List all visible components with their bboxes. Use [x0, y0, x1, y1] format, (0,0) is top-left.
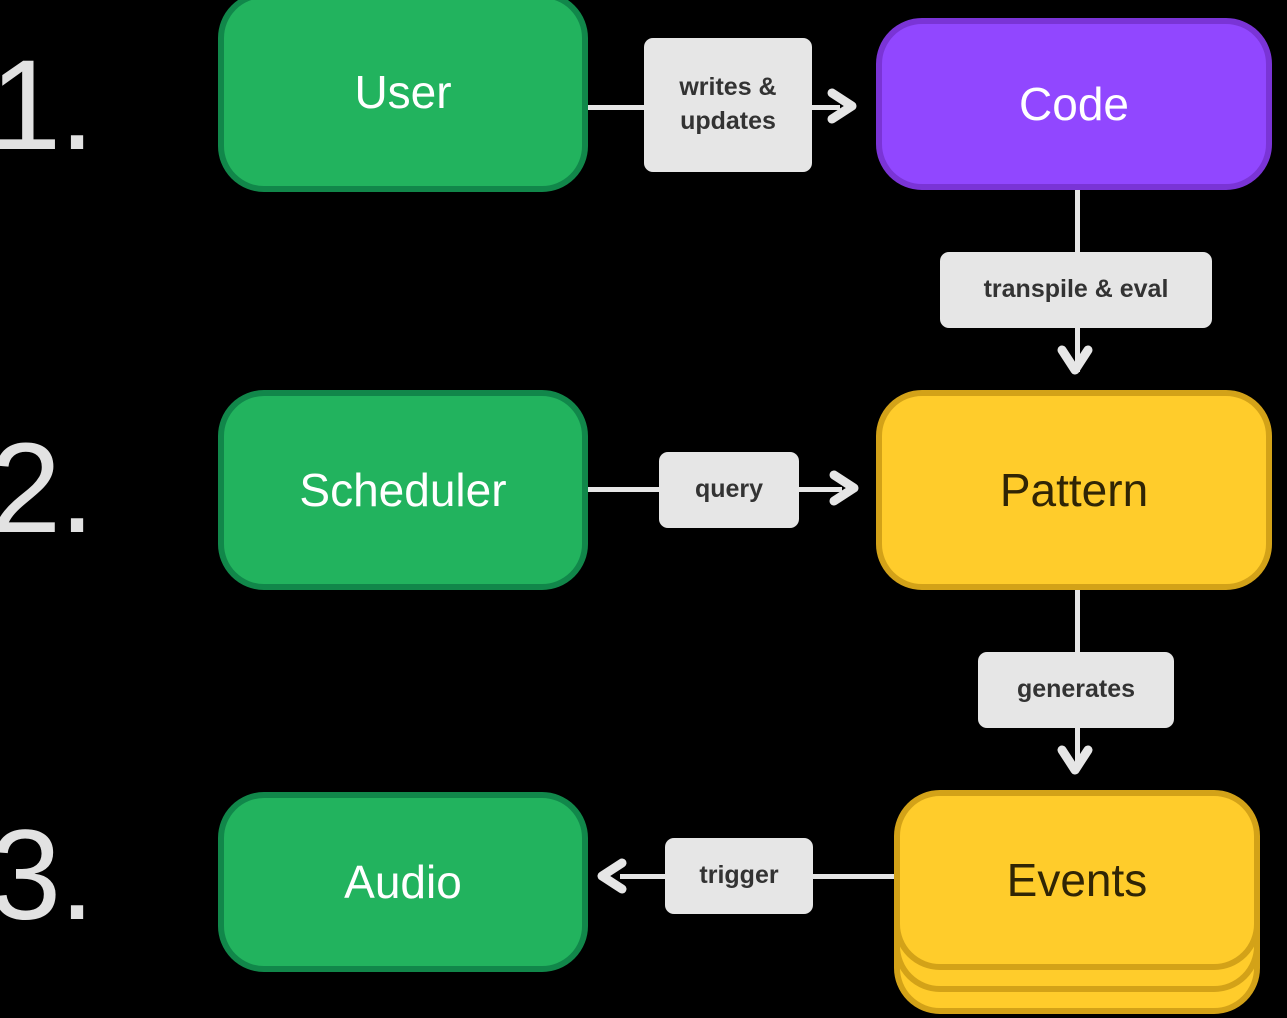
node-events-stack-face: Events	[894, 790, 1260, 970]
edge-label-trigger: trigger	[665, 838, 813, 914]
edge-scheduler-to-pattern-arrowhead	[828, 470, 862, 506]
edge-label-transpile-eval: transpile & eval	[940, 252, 1212, 328]
node-scheduler[interactable]: Scheduler	[218, 390, 588, 590]
node-user-label: User	[354, 66, 452, 118]
node-audio[interactable]: Audio	[218, 792, 588, 972]
edge-events-to-audio-arrowhead	[594, 858, 628, 894]
edge-label-writes-updates: writes & updates	[644, 38, 812, 172]
node-code-label: Code	[1019, 78, 1129, 130]
edge-code-to-pattern-arrowhead	[1057, 344, 1093, 378]
node-audio-label: Audio	[344, 856, 462, 908]
node-scheduler-label: Scheduler	[299, 464, 507, 516]
edge-pattern-to-events-arrowhead	[1057, 744, 1093, 778]
node-events[interactable]: Events	[894, 790, 1260, 1018]
node-user[interactable]: User	[218, 0, 588, 192]
edge-label-query: query	[659, 452, 799, 528]
node-pattern-label: Pattern	[999, 464, 1149, 516]
node-pattern[interactable]: Pattern	[876, 390, 1272, 590]
step-number-1: 1.	[0, 34, 95, 177]
step-number-3: 3.	[0, 804, 95, 947]
node-code[interactable]: Code	[876, 18, 1272, 190]
edge-label-generates: generates	[978, 652, 1174, 728]
node-events-label: Events	[1006, 854, 1148, 906]
edge-user-to-code-arrowhead	[826, 88, 860, 124]
step-number-2: 2.	[0, 417, 95, 560]
